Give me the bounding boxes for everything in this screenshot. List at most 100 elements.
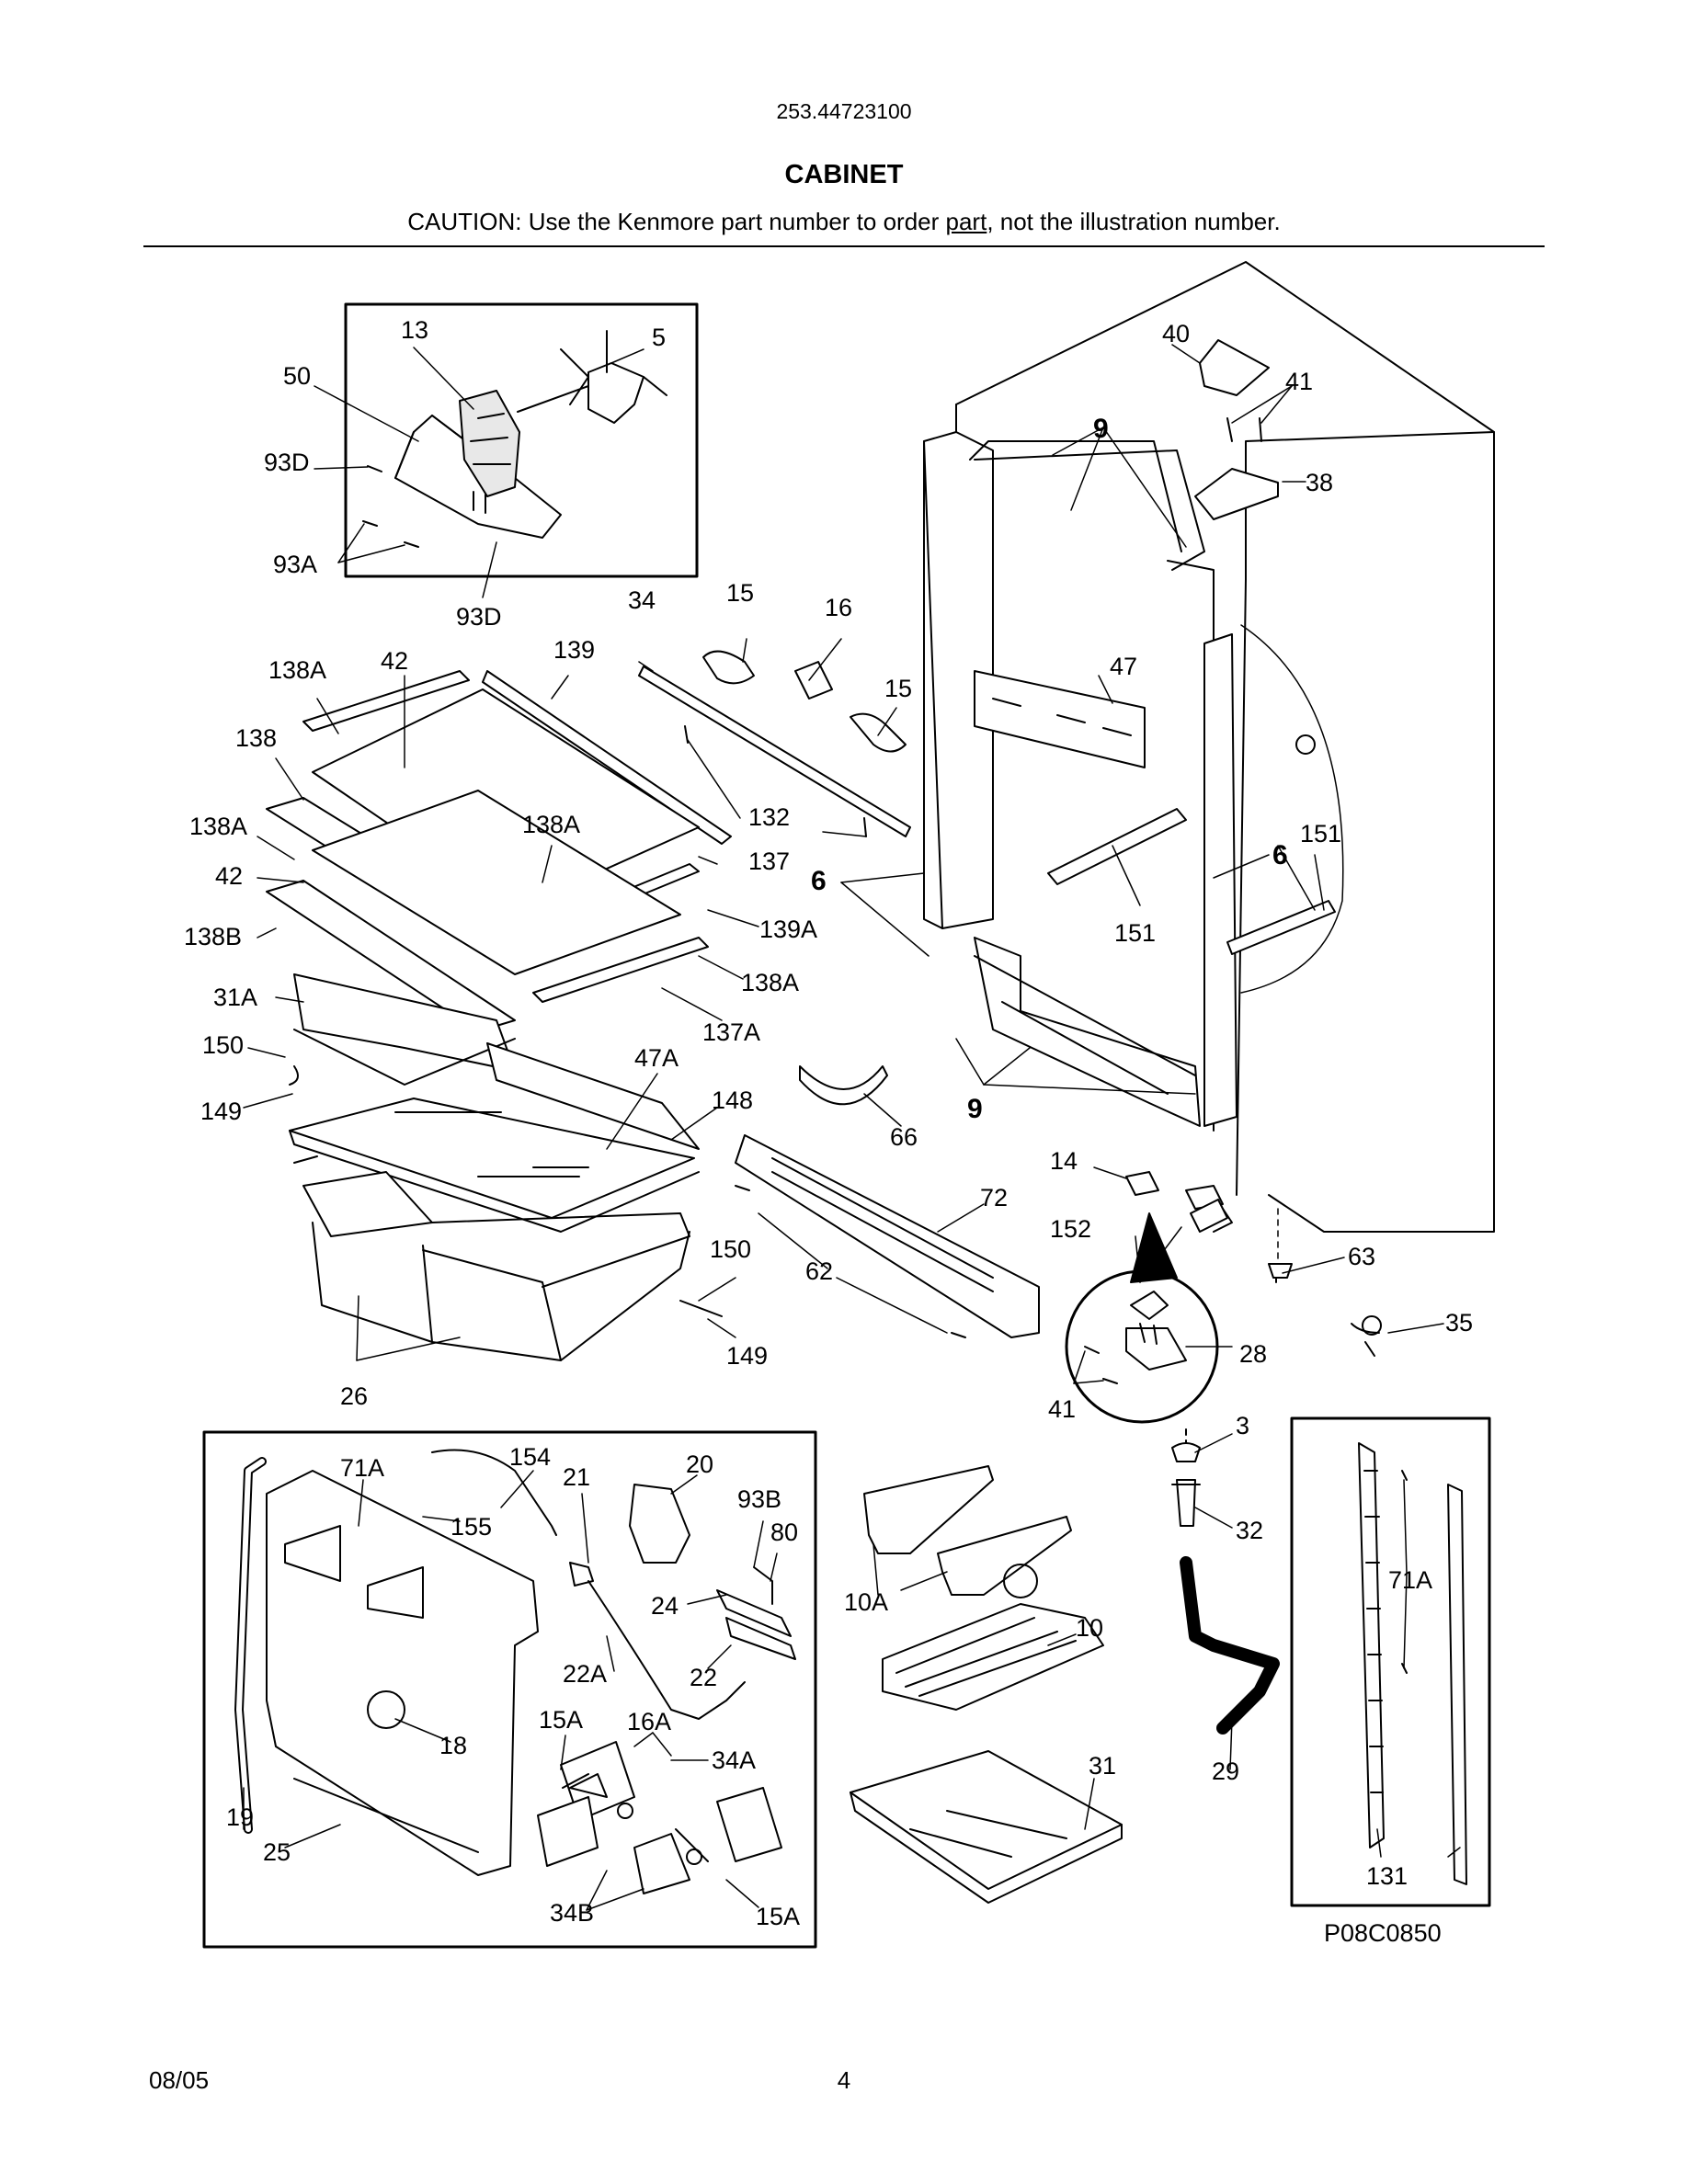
callout-15a: 15A [539,1706,583,1734]
callout-50: 50 [283,362,311,390]
fan-motor-inset [314,302,699,598]
callout-21: 21 [563,1463,590,1491]
callout-131: 131 [1366,1862,1408,1890]
callout-138a: 138A [189,813,247,840]
leader-lines [243,675,759,1361]
leader-lines [1073,1235,1444,1770]
callout-80: 80 [770,1519,798,1546]
callout-9: 9 [1093,414,1109,444]
caution-text: CAUTION: Use the Kenmore part number to … [407,208,946,235]
callout-22: 22 [690,1664,717,1691]
leader-lines [840,344,1325,1095]
callout-42: 42 [215,862,243,890]
defrost-heater-group [850,1465,1123,1904]
fan-bracket-14 [1125,1171,1228,1233]
caution-text-end: , not the illustration number. [987,208,1281,235]
caution-underlined-word: part [945,208,987,235]
callout-13: 13 [401,316,428,344]
callout-138a: 138A [741,969,799,996]
leader-lines [638,638,1127,1334]
callout-26: 26 [340,1382,368,1410]
callout-71a: 71A [1388,1566,1432,1594]
callout-38: 38 [1306,469,1333,496]
leader-lines [314,347,644,598]
cabinet-body [840,261,1495,1233]
footer-date: 08/05 [149,2066,210,2094]
page-title: CABINET [784,160,904,189]
callout-32: 32 [1236,1517,1263,1544]
leader-lines [873,1543,1095,1830]
callout-138a: 138A [522,811,580,838]
callout-20: 20 [686,1450,713,1478]
callout-71a: 71A [340,1454,384,1482]
callout-132: 132 [748,803,790,831]
drawing-number: P08C0850 [1324,1919,1442,1947]
callout-150: 150 [202,1031,244,1059]
callout-63: 63 [1348,1243,1375,1270]
callout-93b: 93B [737,1485,781,1513]
callout-10a: 10A [844,1588,888,1616]
leader-lines [243,1470,778,1911]
callout-3: 3 [1236,1412,1249,1439]
callout-24: 24 [651,1592,679,1620]
callout-28: 28 [1239,1340,1267,1368]
callout-150: 150 [710,1235,751,1263]
callout-6: 6 [811,866,827,896]
leader-lines [1376,1479,1461,1858]
callout-93d: 93D [264,449,310,476]
page-number: 4 [837,2066,851,2094]
callout-9: 9 [967,1094,983,1124]
callout-10: 10 [1076,1614,1103,1642]
callout-31a: 31A [213,984,257,1011]
callout-31: 31 [1089,1752,1116,1780]
callout-139: 139 [553,636,595,664]
callout-66: 66 [890,1123,918,1151]
header-rule [143,245,1545,247]
callout-151: 151 [1114,919,1156,947]
callout-18: 18 [439,1732,467,1759]
callout-151: 151 [1300,820,1341,847]
callout-139a: 139A [759,916,817,943]
callout-34: 34 [628,586,656,614]
callout-93a: 93A [273,551,317,578]
callout-149: 149 [726,1342,768,1370]
callout-29: 29 [1212,1757,1239,1785]
callout-16a: 16A [627,1708,671,1735]
shelves-and-crispers [243,670,759,1361]
callout-93d: 93D [456,603,502,631]
mullion-and-grille [638,638,1228,1338]
callout-47a: 47A [634,1044,679,1072]
callout-138b: 138B [184,923,242,950]
callout-137: 137 [748,847,790,875]
callout-148: 148 [712,1086,753,1114]
lower-hinge-detail [1065,1208,1444,1770]
callout-152: 152 [1050,1215,1091,1243]
callout-labels: 13 5 50 93D 93A 93D 40 41 38 9 34 15 16 … [184,316,1473,1947]
callout-155: 155 [451,1513,492,1541]
hinge-cover-40 [1194,339,1279,520]
callout-42: 42 [381,647,408,675]
callout-137a: 137A [702,1018,760,1046]
callout-149: 149 [200,1098,242,1125]
callout-34a: 34A [712,1746,756,1774]
caution-note: CAUTION: Use the Kenmore part number to … [0,208,1688,236]
callout-138a: 138A [268,656,326,684]
model-number: 253.44723100 [776,99,912,123]
callout-41: 41 [1048,1395,1076,1423]
callout-25: 25 [263,1838,291,1866]
callout-34b: 34B [550,1899,594,1927]
callout-35: 35 [1445,1309,1473,1337]
callout-5: 5 [652,324,666,351]
callout-22a: 22A [563,1660,607,1688]
callout-41: 41 [1285,368,1313,395]
callout-16: 16 [825,594,852,621]
rail-inset [1290,1416,1491,1907]
callout-6: 6 [1272,840,1288,870]
callout-15: 15 [884,675,912,702]
callout-72: 72 [980,1184,1008,1211]
callout-154: 154 [509,1443,551,1471]
callout-19: 19 [226,1803,254,1831]
callout-15a: 15A [756,1903,800,1930]
callout-138: 138 [235,724,277,752]
